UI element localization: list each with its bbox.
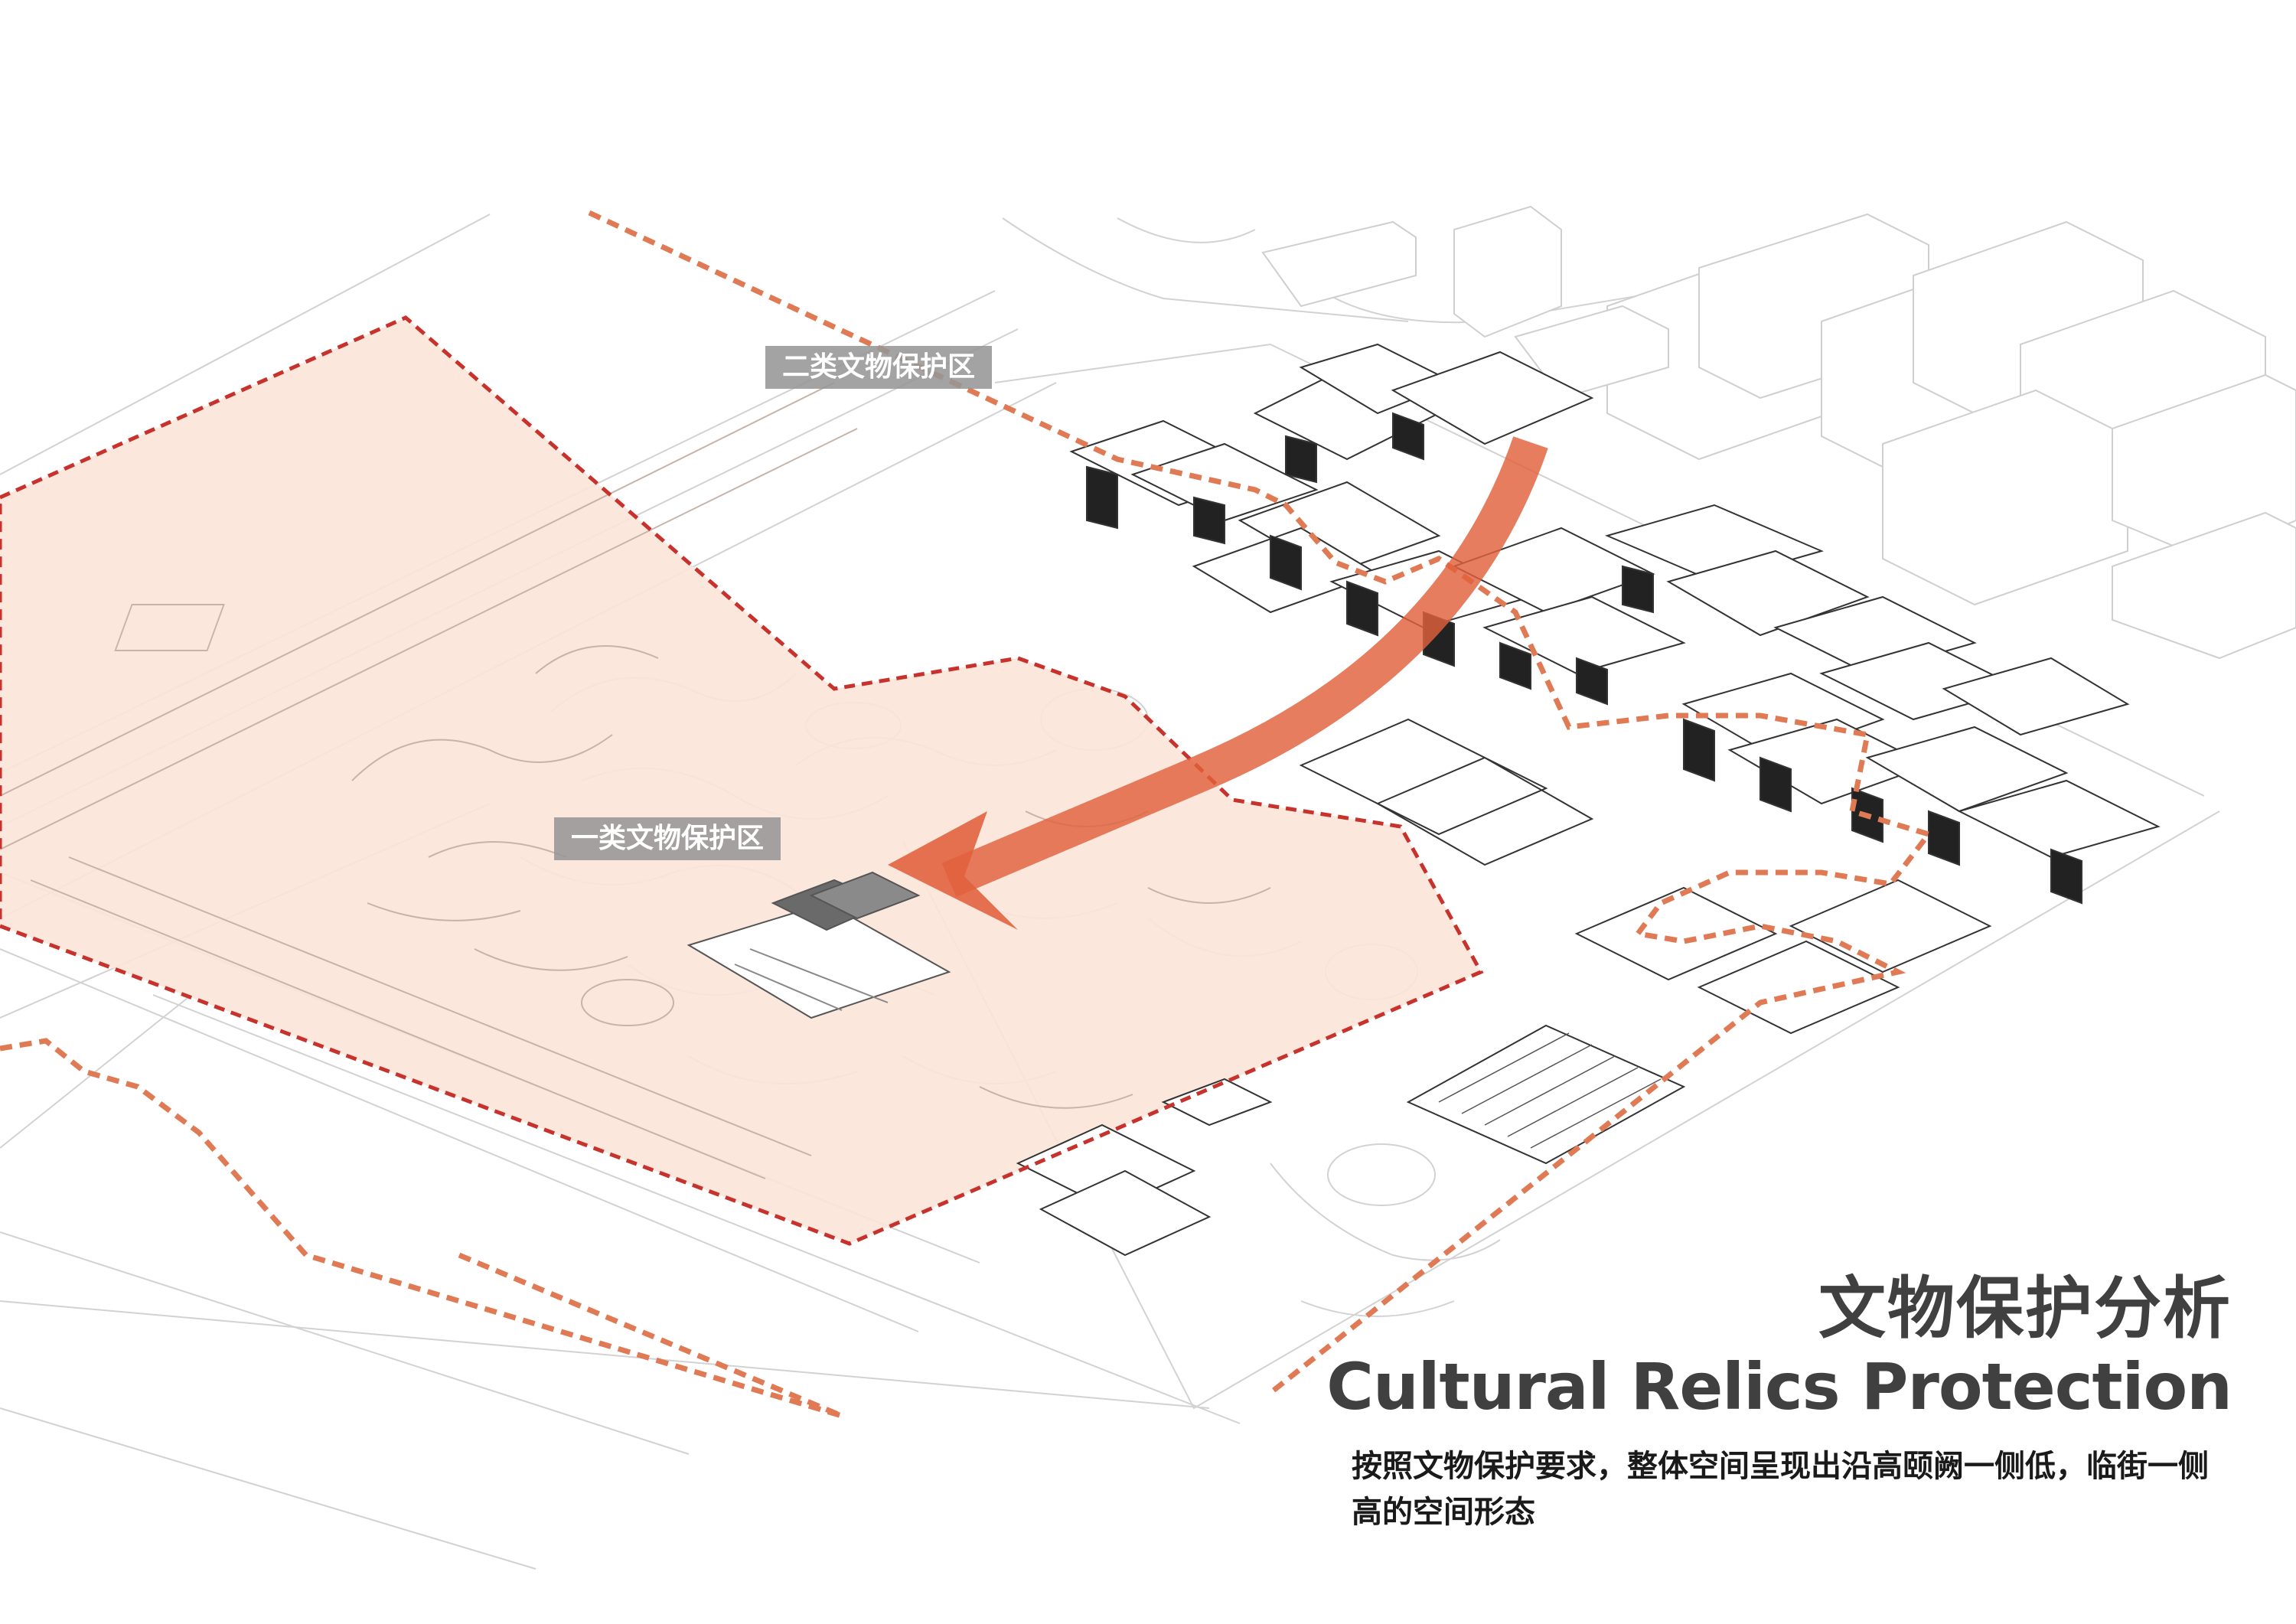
central-relic-structure (687, 871, 951, 1019)
class2-protection-zone-label: 二类文物保护区 (765, 346, 993, 389)
page-title-english: Cultural Relics Protection (1326, 1349, 2232, 1424)
transition-arrow (888, 436, 1548, 930)
zone-interior-details (0, 382, 1271, 1179)
class1-zone-boundary (0, 315, 1484, 1246)
background-buildings (1261, 205, 2296, 660)
class2-zone-boundary-lower-tail (458, 1252, 843, 1419)
class1-protection-zone-label: 一类文物保护区 (554, 817, 781, 860)
campus-buildings (1016, 343, 2161, 1257)
class2-zone-boundary-lower (0, 1038, 843, 1419)
page-title-chinese: 文物保护分析 (1818, 1269, 2232, 1348)
class1-protection-zone (0, 318, 1481, 1244)
description-text: 按照文物保护要求，整体空间呈现出沿高颐阙一侧低，临街一侧高的空间形态 (1352, 1449, 2209, 1530)
